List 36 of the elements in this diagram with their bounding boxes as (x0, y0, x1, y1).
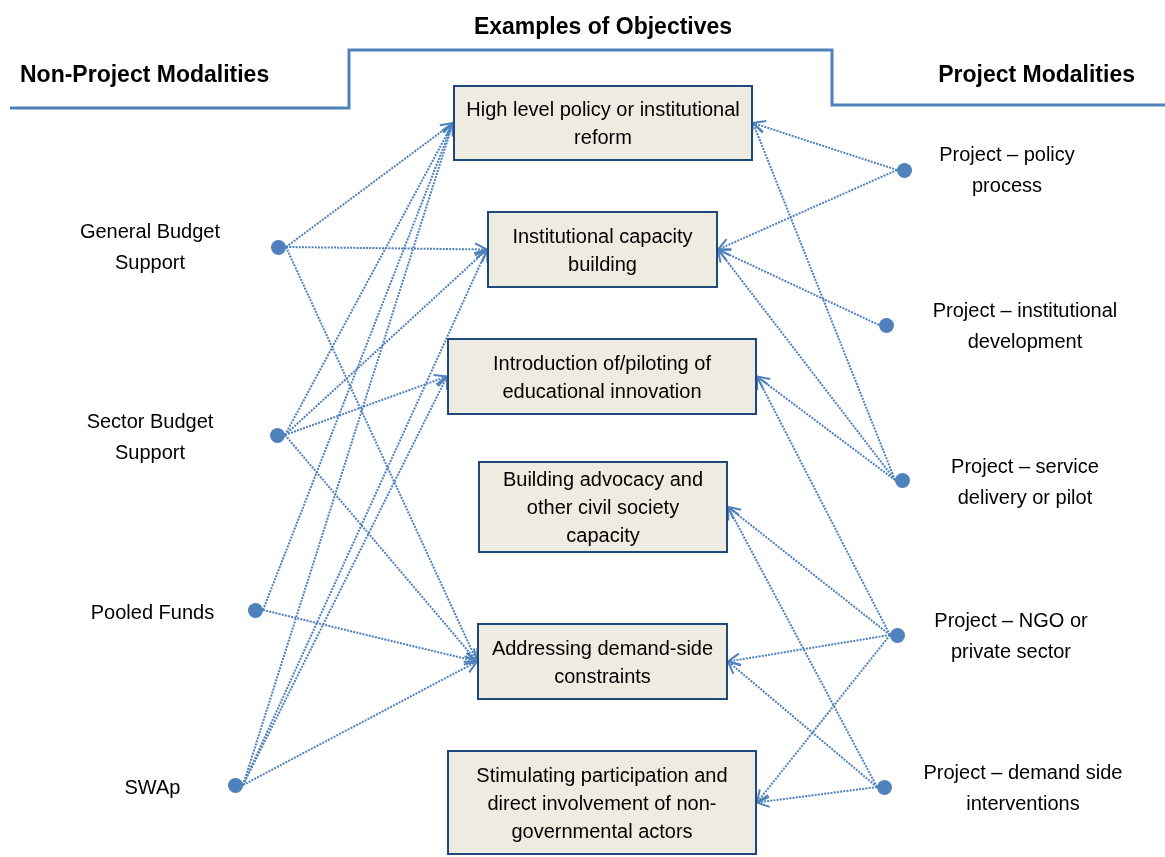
modality-label: General Budget Support (78, 220, 222, 274)
modality-label: SWAp (123, 774, 182, 800)
arrow (242, 375, 448, 786)
modality-label: Project – institutional development (931, 298, 1119, 354)
arrow (756, 786, 878, 808)
arrow (727, 634, 891, 667)
column-heading: Non-Project Modalities (20, 60, 270, 89)
arrow (284, 434, 478, 663)
arrow (727, 506, 891, 636)
modality-label: Project – demand side interventions (922, 760, 1124, 816)
arrow (285, 122, 454, 248)
objective-box: Building advocacy and other civil society capacity (478, 461, 728, 553)
objective-box: High level policy or institutional reform (453, 85, 753, 161)
arrow (285, 242, 488, 257)
arrow (717, 169, 898, 252)
modality-label: Sector Budget Support (85, 410, 215, 464)
modality-label: Project – policy process (938, 142, 1076, 198)
modality-label: Pooled Funds (89, 599, 216, 625)
objective-box: Institutional capacity building (487, 211, 718, 288)
objective-box: Addressing demand-side constraints (477, 623, 728, 700)
arrow (717, 248, 880, 326)
arrow (756, 634, 891, 804)
arrow (752, 120, 898, 171)
modality-label: Project – service delivery or pilot (950, 454, 1100, 510)
arrow (262, 609, 478, 666)
objective-box: Stimulating participation and direct involvement of non-governmental actors (447, 750, 757, 855)
diagram-title: Examples of Objectives (472, 12, 734, 41)
arrow (242, 660, 478, 786)
arrow (284, 248, 488, 436)
objective-box: Introduction of/piloting of educational innovation (447, 338, 757, 415)
arrow (242, 248, 489, 786)
arrow (756, 375, 896, 481)
arrow (727, 660, 878, 788)
column-heading: Project Modalities (938, 60, 1135, 89)
arrow (284, 373, 448, 436)
modality-label: Project – NGO or private sector (933, 608, 1089, 664)
